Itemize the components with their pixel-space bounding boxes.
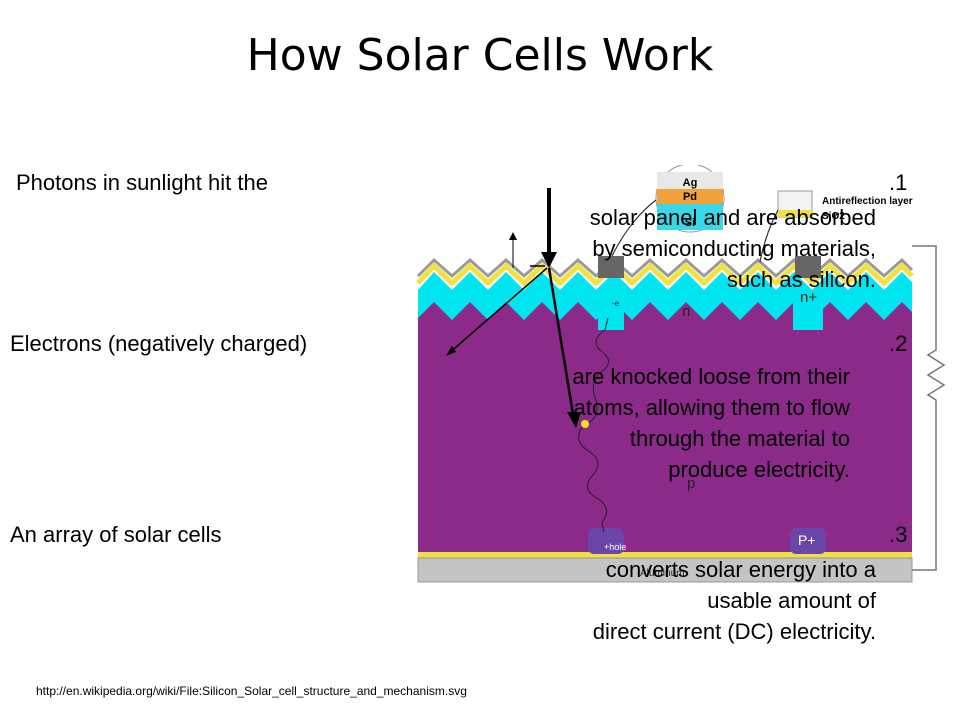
p-type-substrate	[418, 300, 912, 558]
step-1-lead: Photons in sunlight hit the	[16, 170, 268, 195]
n-plus-region-right	[793, 298, 823, 330]
step-2-lead: Electrons (negatively charged)	[10, 331, 308, 356]
top-contact-right	[795, 256, 821, 278]
sio2-layer	[416, 262, 914, 287]
antireflection-label: Antireflection layer	[822, 196, 913, 207]
n-plus-region-left	[598, 298, 624, 330]
n-label: n	[682, 303, 690, 320]
source-url[interactable]: http://en.wikipedia.org/wiki/File:Silico…	[36, 684, 467, 698]
aluminum-layer	[417, 557, 913, 583]
hole-label: +hole	[604, 542, 626, 552]
ag-label: Ag	[683, 177, 698, 189]
step-2-line: produce electricity.	[668, 457, 850, 482]
p-plus-region-right	[790, 528, 826, 554]
top-contact-left	[598, 256, 624, 278]
generation-point	[581, 420, 589, 428]
step-2-line: through the material to	[629, 426, 850, 451]
sio2-label: SiO2	[822, 211, 845, 222]
step-1-line: such as silicon.	[726, 267, 876, 292]
p-label: p	[687, 475, 695, 492]
step-3-line: converts solar energy into a	[605, 557, 876, 582]
n-layer	[418, 272, 912, 320]
antireflection-layer	[416, 257, 914, 279]
aluminum-label: Aluminum	[640, 568, 684, 579]
photon-path	[547, 267, 576, 421]
step-3-text: converts solar energy into a usable amou…	[593, 554, 876, 647]
bottom-yellow-layer	[418, 552, 912, 558]
p-plus-label: P+	[798, 532, 816, 548]
step-3-line: direct current (DC) electricity.	[592, 619, 876, 644]
external-circuit	[912, 245, 946, 571]
n-plus-label: n+	[800, 289, 817, 306]
pd-label: Pd	[683, 191, 697, 203]
hole-path	[578, 423, 607, 533]
electron-label: -e	[612, 299, 620, 308]
step-3-number: .3	[889, 522, 908, 547]
p-plus-region-left	[588, 528, 624, 554]
step-1-number: .1	[889, 170, 908, 195]
step-2-text: are knocked loose from their atoms, allo…	[572, 361, 850, 485]
reflected-ray	[447, 267, 548, 355]
step-3-lead: An array of solar cells	[10, 522, 222, 547]
step-2-number: .2	[889, 331, 908, 356]
step-2-line: atoms, allowing them to flow	[573, 395, 850, 420]
step-3-line: usable amount of	[707, 588, 876, 613]
electron-path	[584, 317, 610, 425]
step-1-text: solar panel and are absorbed by semicond…	[590, 202, 876, 295]
solar-cell-diagram: Ag Pd Si Antireflection layer SiO2 n n+ …	[416, 165, 946, 583]
si-label: Si	[685, 217, 695, 229]
step-2-line: are knocked loose from their	[572, 364, 850, 389]
step-1-line: by semiconducting materials,	[592, 236, 876, 261]
step-1-line: solar panel and are absorbed	[589, 205, 876, 230]
page-title: How Solar Cells Work	[246, 30, 714, 81]
